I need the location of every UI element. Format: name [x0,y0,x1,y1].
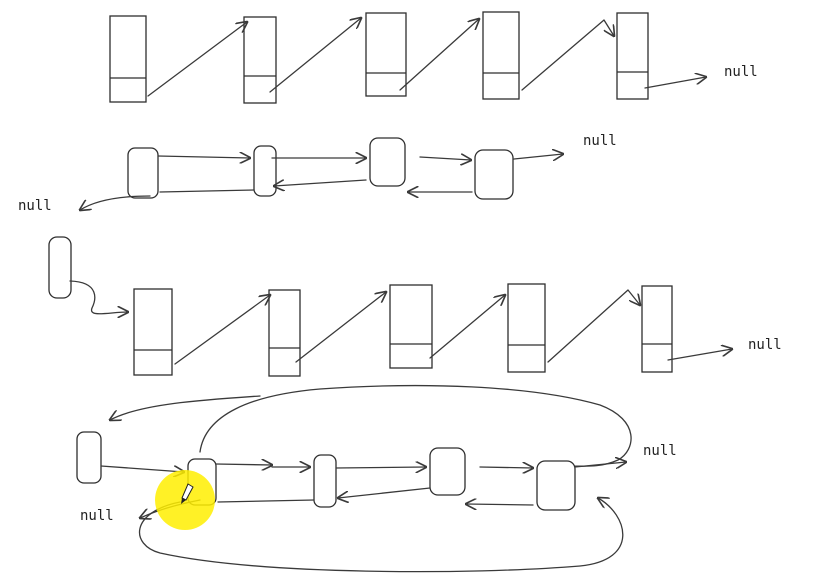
doubly-linked-list-row-2: null null [18,133,617,214]
head-pointer-arrow [69,280,128,314]
null-label: null [18,198,52,214]
singly-linked-list-row-1: null [109,11,758,104]
head-pointer-arrow [100,465,184,472]
list-node [482,11,520,100]
null-label: null [748,337,782,353]
list-node [369,137,406,187]
next-pointer-arrow [429,295,505,359]
list-node [616,12,649,100]
list-node [127,147,159,199]
list-node [429,447,466,496]
list-node [474,149,514,200]
next-pointer-arrow [157,156,250,158]
doubly-linked-list-row-4: null null [76,384,677,573]
next-pointer-arrow [547,289,640,363]
list-node [507,283,546,373]
next-pointer-arrow [419,157,471,160]
next-pointer-arrow [269,18,361,93]
list-node [389,284,433,369]
list-node [243,16,277,104]
prev-pointer-arrow [466,504,534,505]
list-node [109,15,147,103]
next-pointer-arrow [513,154,563,159]
head-node [76,431,102,484]
next-pointer-arrow [667,349,732,361]
prev-pointer-arrow [338,487,431,498]
list-node [536,460,576,511]
list-node [253,145,277,197]
prev-pointer-arrow [217,499,315,503]
null-label: null [643,443,677,459]
list-node [365,12,407,97]
next-pointer-arrow [399,19,479,91]
next-pointer-arrow [521,19,614,91]
null-label: null [724,64,758,80]
next-pointer-arrow [147,22,247,97]
prev-pointer-arrow [159,189,255,193]
next-pointer-arrow [335,467,426,468]
list-node [133,288,173,376]
list-node [268,289,301,377]
prev-pointer-arrow [80,195,151,210]
list-node [313,454,337,508]
prev-pointer-arrow [274,179,367,186]
next-pointer-arrow [479,467,533,468]
list-node [641,285,673,373]
head-node [48,236,72,299]
next-pointer-arrow [574,462,626,467]
pencil-cursor-icon [155,470,215,530]
next-pointer-arrow [215,464,272,465]
loop-pointer-arrow [199,384,632,467]
singly-linked-list-row-3: null [48,236,782,377]
null-label: null [80,508,114,524]
next-pointer-arrow [174,295,270,365]
next-pointer-arrow [295,292,386,363]
loop-pointer-arrow [138,498,624,573]
prev-pointer-arrow [110,395,261,420]
null-label: null [583,133,617,149]
next-pointer-arrow [644,77,706,89]
